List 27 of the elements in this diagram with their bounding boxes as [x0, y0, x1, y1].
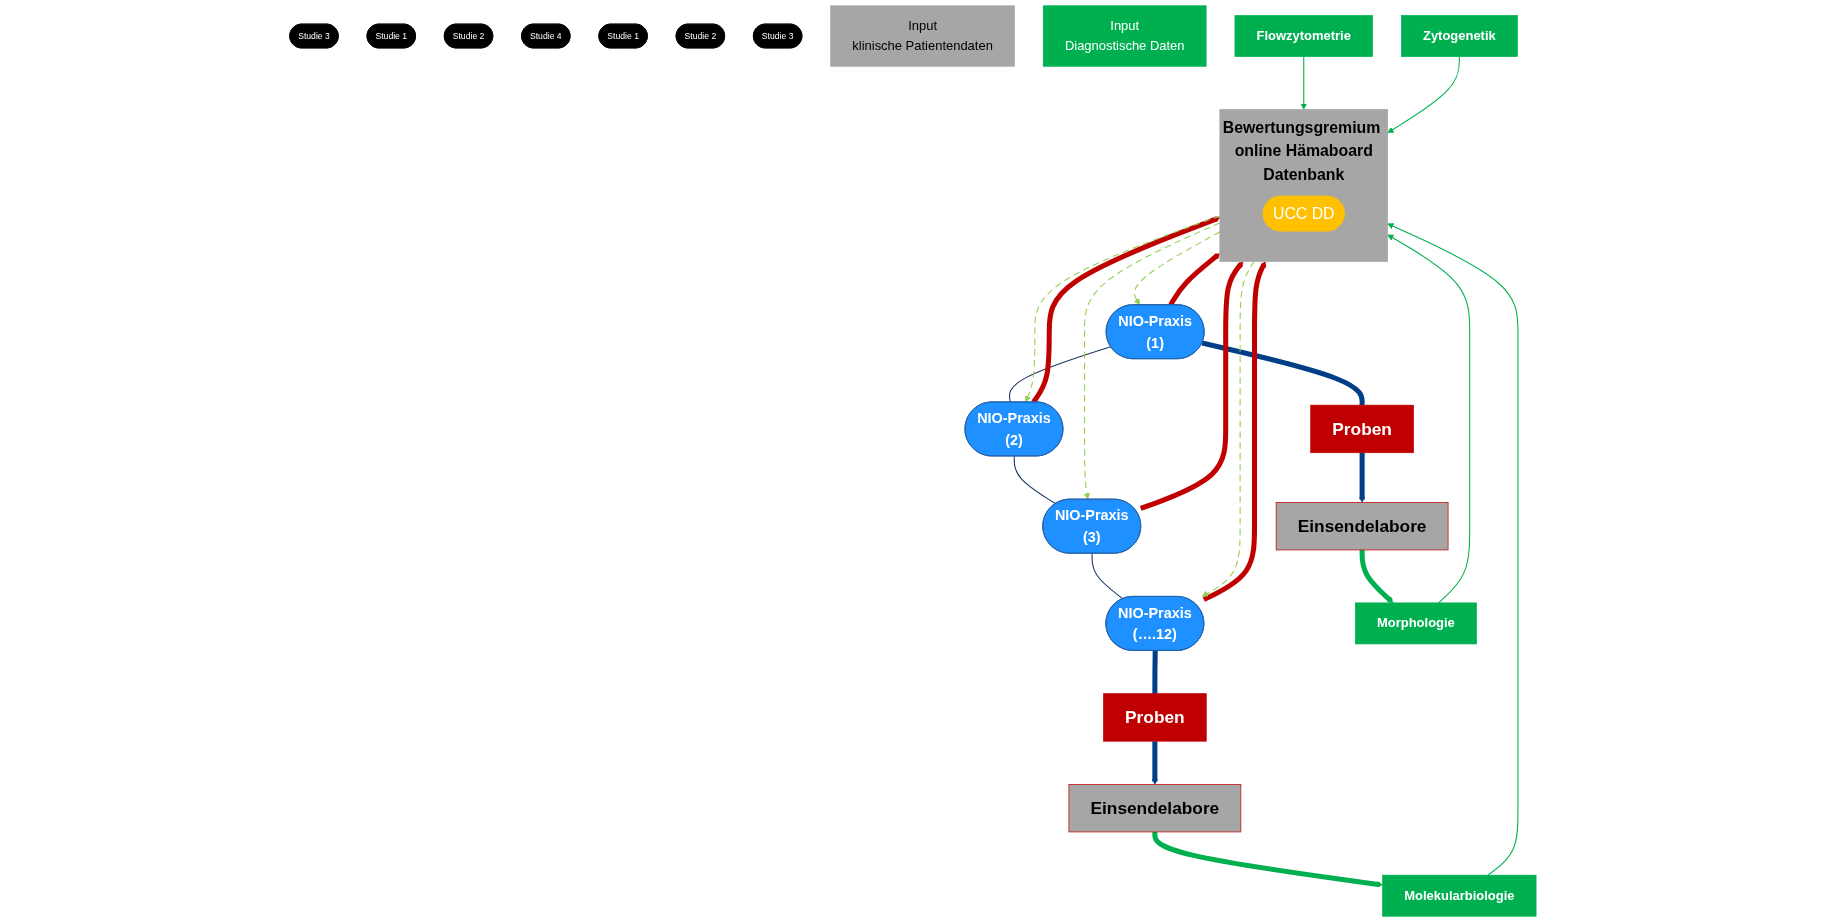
node-box: Input klinische Patientendaten	[829, 5, 1015, 67]
node-box: Einsendelabore	[1275, 502, 1449, 551]
connector	[1013, 455, 1056, 505]
arrow	[1202, 261, 1266, 602]
arrow	[1201, 260, 1255, 597]
arrow	[1133, 231, 1220, 305]
arrow	[1083, 222, 1220, 500]
arrow	[1386, 223, 1519, 876]
node-box: Proben	[1309, 404, 1414, 454]
connector	[1151, 650, 1158, 694]
node-box: Flowzytometrie	[1234, 15, 1373, 57]
arrow	[1386, 56, 1460, 134]
arrow	[1358, 452, 1365, 503]
arrow	[1151, 741, 1158, 785]
node-box: Input Diagnostische Daten	[1042, 5, 1207, 67]
node-box: Zytogenetik	[1400, 15, 1518, 57]
connector	[1008, 346, 1111, 403]
arrow	[1359, 549, 1394, 604]
node-box: Einsendelabore	[1068, 784, 1241, 833]
node-box: Proben	[1102, 693, 1207, 742]
arrow	[1300, 56, 1307, 110]
arrow	[1386, 234, 1470, 604]
node-box: Morphologie	[1354, 602, 1477, 645]
arrow	[1168, 253, 1220, 306]
connector	[1091, 553, 1123, 600]
node-box: Molekularbiologie	[1381, 874, 1536, 917]
arrow	[1139, 261, 1243, 511]
